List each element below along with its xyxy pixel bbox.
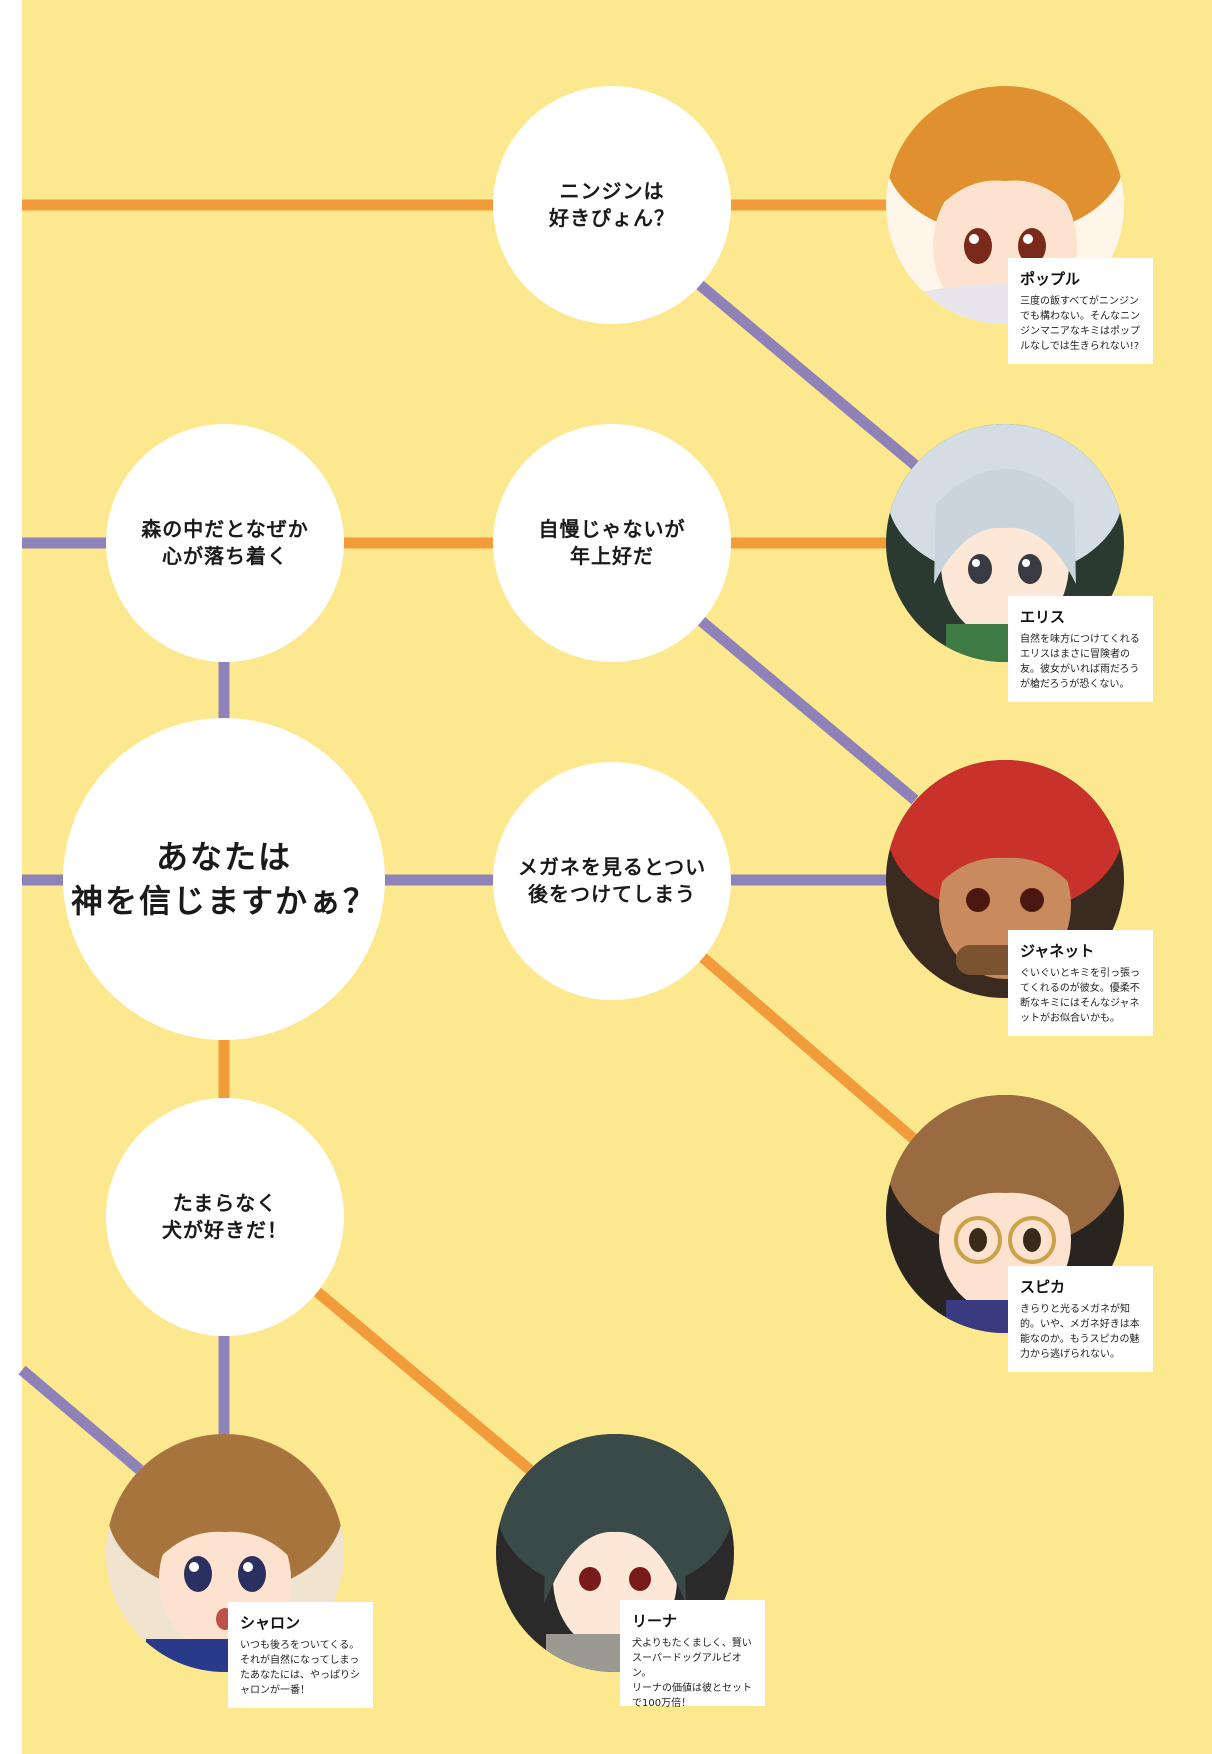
question-forest: 森の中だとなぜか 心が落ち着く — [106, 424, 344, 662]
question-older: 自慢じゃないが 年上好だ — [493, 424, 731, 662]
page-edge — [0, 0, 22, 1754]
card-eris: エリス 自然を味方につけてくれる エリスはまさに冒険者の 友。彼女がいれば雨だろ… — [1008, 596, 1153, 702]
card-rina-desc: 犬よりもたくましく、賢い スーパードッグアルビオン。 リーナの価値は彼とセット … — [632, 1638, 752, 1709]
question-god-text: あなたは 神を信じますかぁ？ — [70, 838, 377, 920]
question-god: あなたは 神を信じますかぁ？ — [63, 718, 385, 1040]
portrait-eris — [886, 424, 1124, 662]
card-sharon: シャロン いつも後ろをついてくる。 それが自然になってしまっ たあなたには、やっ… — [228, 1602, 373, 1708]
card-sharon-desc: いつも後ろをついてくる。 それが自然になってしまっ たあなたには、やっぱりシ ャ… — [240, 1640, 360, 1696]
question-carrot: ニンジンは 好きぴょん？ — [493, 86, 731, 324]
line-glasses-to-spica — [696, 950, 919, 1145]
card-eris-desc: 自然を味方につけてくれる エリスはまさに冒険者の 友。彼女がいれば雨だろう が槍… — [1020, 634, 1140, 690]
card-popple: ポップル 三度の飯すべてがニンジン でも構わない。そんなニン ジンマニアなキミは… — [1008, 258, 1153, 364]
question-glasses: メガネを見るとつい 後をつけてしまう — [493, 762, 731, 1000]
card-rina-name: リーナ — [632, 1612, 678, 1630]
card-janet: ジャネット ぐいぐいとキミを引っ張っ てくれるのが彼女。優柔不 断なキミにはそん… — [1008, 930, 1153, 1036]
card-sharon-name: シャロン — [240, 1614, 301, 1632]
card-eris-name: エリス — [1020, 608, 1066, 626]
question-carrot-text: ニンジンは 好きぴょん？ — [549, 179, 675, 230]
card-spica-desc: きらりと光るメガネが知 的。いや、メガネ好きは本 能なのか。もうスピカの魅 力か… — [1020, 1304, 1140, 1360]
line-older-to-janet — [696, 615, 919, 805]
card-popple-desc: 三度の飯すべてがニンジン でも構わない。そんなニン ジンマニアなキミはポップ ル… — [1020, 296, 1140, 352]
card-spica-name: スピカ — [1020, 1278, 1066, 1296]
question-dog-text: たまらなく 犬が好きだ！ — [162, 1191, 288, 1242]
line-dog-to-rina — [311, 1285, 534, 1475]
question-glasses-text: メガネを見るとつい 後をつけてしまう — [517, 855, 707, 906]
card-rina: リーナ 犬よりもたくましく、賢い スーパードッグアルビオン。 リーナの価値は彼と… — [620, 1600, 765, 1709]
line-carrot-to-eris — [696, 280, 919, 470]
line-left-to-sharon — [18, 1365, 144, 1475]
card-janet-name: ジャネット — [1020, 942, 1095, 960]
card-popple-name: ポップル — [1020, 270, 1081, 288]
card-janet-desc: ぐいぐいとキミを引っ張っ てくれるのが彼女。優柔不 断なキミにはそんなジャネ ッ… — [1020, 968, 1140, 1024]
card-spica: スピカ きらりと光るメガネが知 的。いや、メガネ好きは本 能なのか。もうスピカの… — [1008, 1266, 1153, 1372]
question-forest-text: 森の中だとなぜか 心が落ち着く — [141, 517, 309, 568]
question-dog: たまらなく 犬が好きだ！ — [106, 1098, 344, 1336]
question-older-text: 自慢じゃないが 年上好だ — [538, 517, 686, 568]
